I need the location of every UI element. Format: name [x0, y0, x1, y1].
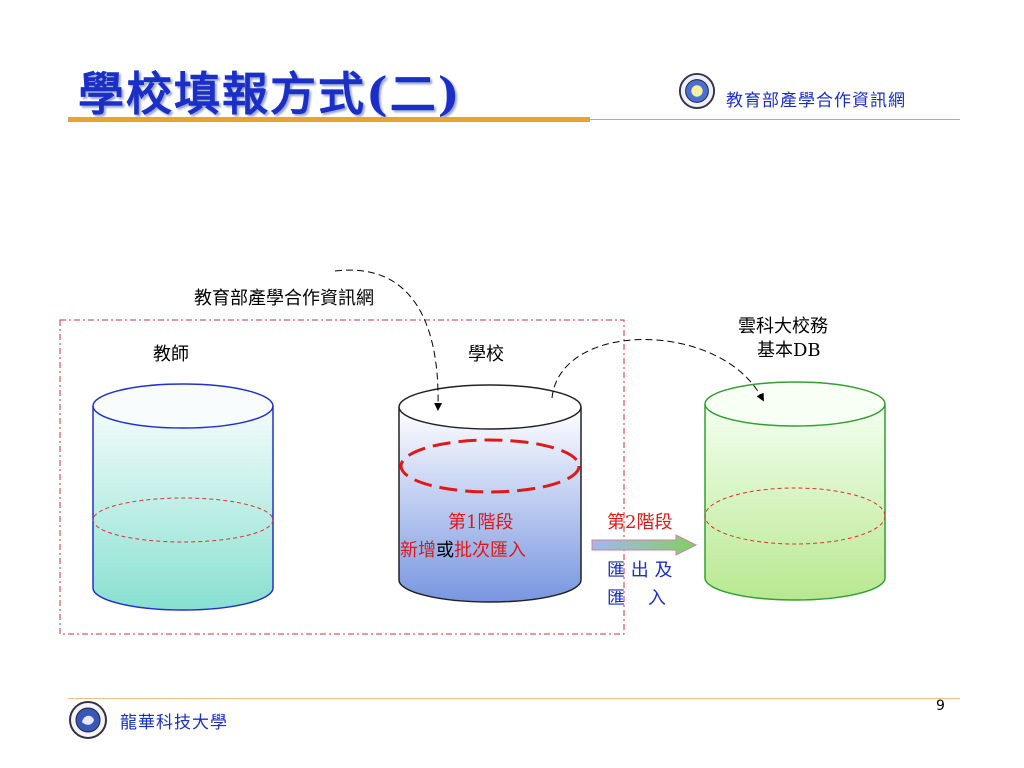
title-underline-thin: [590, 119, 960, 120]
ministry-seal-icon: [678, 72, 716, 110]
school-boundary-box: [59, 319, 625, 635]
stage2-line2: 匯 入: [607, 588, 666, 609]
stage2-line1: 匯 出 及: [607, 560, 673, 581]
stage1-add: 新增: [400, 540, 436, 561]
university-seal-icon: [69, 701, 107, 739]
footer-org-name: 龍華科技大學: [120, 713, 228, 733]
page-number: 9: [936, 698, 945, 714]
slide-title: 學校填報方式(二): [78, 67, 462, 121]
stage1-or: 或: [436, 540, 454, 561]
teacher-cylinder: [92, 383, 274, 611]
school-cylinder: [398, 384, 582, 603]
stage2-curve-arrow: [551, 339, 764, 402]
footer-rule: [68, 698, 960, 699]
top-source-label: 教育部產學合作資訊網: [194, 288, 374, 309]
db-cylinder: [704, 381, 886, 601]
stage1-curve-arrow: [334, 269, 443, 411]
teacher-label: 教師: [153, 344, 189, 365]
db-label-line2: 基本DB: [757, 340, 821, 361]
stage2-title: 第2階段: [607, 512, 673, 533]
db-label-line1: 雲科大校務: [738, 316, 828, 337]
transfer-arrow: [591, 534, 698, 556]
stage1-actions: 新增或批次匯入: [400, 536, 526, 562]
header-org-name: 教育部產學合作資訊網: [726, 91, 906, 111]
stage1-batch-import: 批次匯入: [454, 540, 526, 561]
title-underline: [68, 117, 590, 122]
school-label: 學校: [468, 344, 504, 365]
stage1-title: 第1階段: [448, 512, 514, 533]
